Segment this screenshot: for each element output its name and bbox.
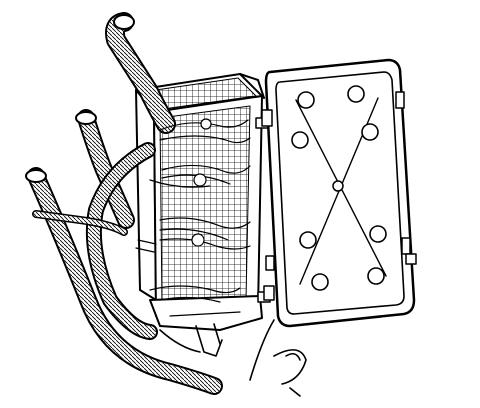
harness-conduit-long xyxy=(25,167,223,395)
harness-conduit-small xyxy=(32,210,128,236)
fuse-block-housing xyxy=(135,73,275,331)
harness-conduit-top xyxy=(105,12,176,134)
wire-bundles xyxy=(135,118,251,303)
block-cover-lid xyxy=(261,58,417,328)
harness-conduit-inner xyxy=(85,142,158,340)
harness-conduit-middle xyxy=(75,109,135,229)
lower-bracket xyxy=(159,319,307,397)
